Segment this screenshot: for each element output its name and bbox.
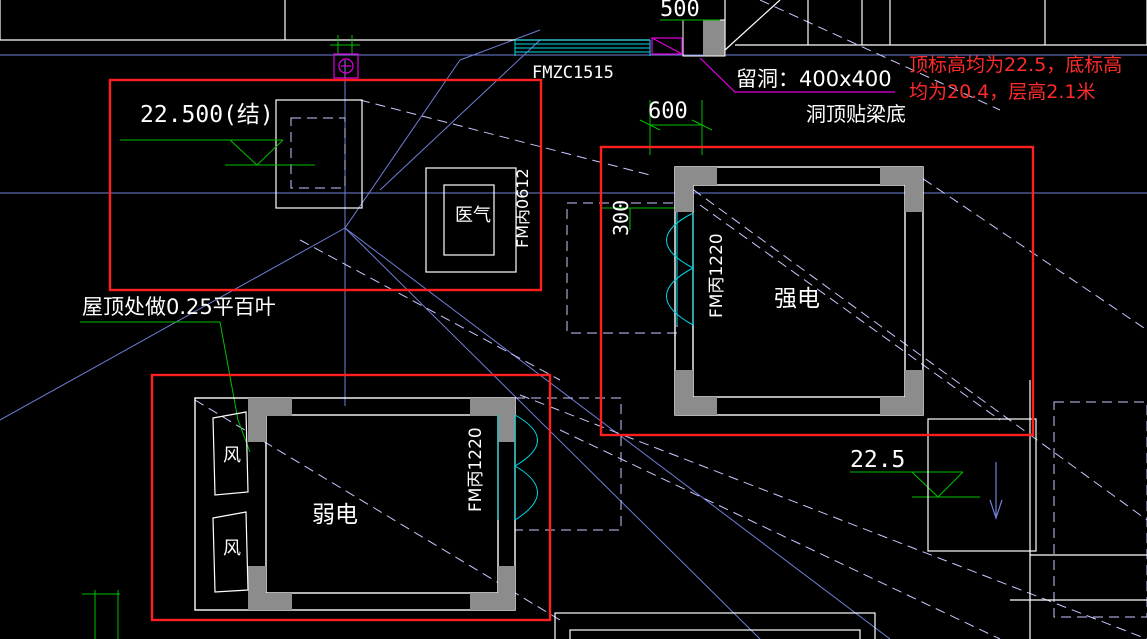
med-gas-label: 医气 — [455, 205, 491, 226]
roof-louver-label: 屋顶处做0.25平百叶 — [82, 295, 276, 319]
highlight-boxes — [108, 78, 1035, 622]
door-fmzc-hatch — [514, 39, 651, 56]
fan-label-1: 风 — [223, 445, 241, 466]
dim-600: 600 — [648, 99, 688, 124]
note-line-1: 顶标高均为22.5，底标高 — [909, 54, 1122, 76]
door-fmzc-label: FMZC1515 — [532, 63, 614, 83]
note-line-2: 均为20.4，层高2.1米 — [909, 81, 1096, 103]
hole-marker — [651, 37, 895, 93]
elev-right-label: 22.5 — [850, 447, 905, 473]
door-fm0612-label: FM丙0612 — [513, 168, 532, 248]
highlight-box-strong — [599, 145, 1035, 437]
dim-300: 300 — [609, 200, 633, 236]
hole-label: 留洞：400x400 — [736, 67, 892, 91]
strong-current-room — [666, 166, 924, 416]
door-weak-label: FM丙1220 — [466, 427, 486, 512]
room-weak-label: 弱电 — [312, 502, 358, 528]
hole-note-label: 洞顶贴梁底 — [806, 102, 906, 126]
right-shaft — [927, 418, 1037, 552]
fan-label-2: 风 — [223, 538, 241, 559]
elev-left-label: 22.500(结) — [140, 102, 274, 128]
bottom-walls — [554, 380, 1147, 639]
dim-top-500: 500 — [660, 0, 700, 22]
door-strong-label: FM丙1220 — [707, 233, 727, 318]
fan-symbol-top — [333, 53, 359, 79]
weak-current-room — [194, 397, 538, 611]
room-strong-label: 强电 — [774, 286, 820, 312]
highlight-box-weak — [150, 373, 552, 622]
highlight-box-med-gas — [108, 78, 543, 292]
top-column — [703, 20, 725, 56]
